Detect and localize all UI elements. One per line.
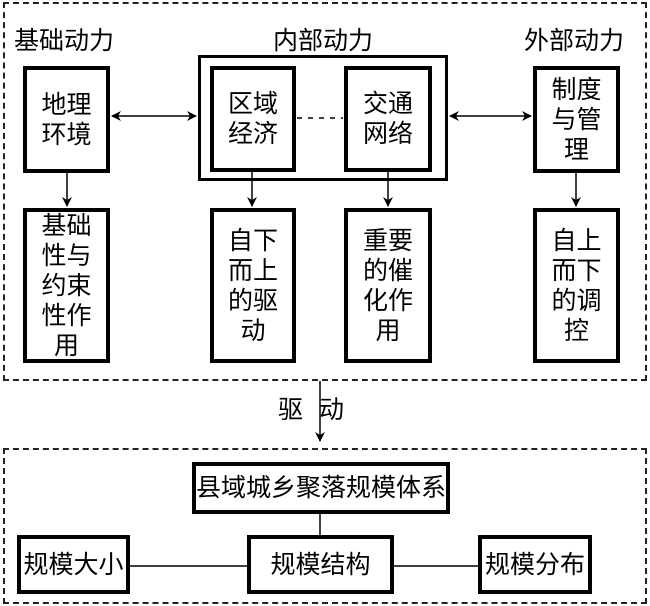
catalytic-text: 重要 的催 化作 用 xyxy=(363,226,413,346)
text-line: 自上 xyxy=(551,225,602,255)
text-line: 而下 xyxy=(551,255,602,285)
text-line: 重要 xyxy=(362,225,413,255)
text-line: 区域 xyxy=(227,89,278,118)
drive-label: 驱 动 xyxy=(278,395,348,424)
regional-economy-box: 区域 经济 xyxy=(210,66,296,172)
text-line: 性与 xyxy=(41,240,92,270)
driving-forces-frame xyxy=(3,2,647,381)
text-line: 而上 xyxy=(227,255,278,285)
text-line: 网络 xyxy=(362,119,413,148)
text-line: 理 xyxy=(563,134,589,164)
text-line: 环境 xyxy=(41,119,92,149)
top-down-box: 自上 而下 的调 控 xyxy=(533,208,620,363)
scale-size-label: 规模大小 xyxy=(23,549,124,579)
basic-constraint-text: 基础 性与 约束 性作 用 xyxy=(41,211,91,361)
scale-size-box: 规模大小 xyxy=(17,535,130,594)
regional-economy-text: 区域 经济 xyxy=(228,89,278,149)
bottom-up-text: 自下 而上 的驱 动 xyxy=(228,226,278,346)
text-line: 性作 xyxy=(41,300,92,330)
scale-structure-box: 规模结构 xyxy=(247,535,394,594)
geography-text: 地理 环境 xyxy=(41,90,91,150)
settlement-system-frame xyxy=(3,448,647,604)
text-line: 基础 xyxy=(41,210,92,240)
settlement-system-title-box: 县域城乡聚落规模体系 xyxy=(192,462,450,514)
text-line: 动 xyxy=(240,315,266,345)
institution-management-text: 制度 与管 理 xyxy=(551,75,601,165)
text-line: 用 xyxy=(53,330,79,360)
internal-forces-box xyxy=(198,55,448,181)
scale-distribution-box: 规模分布 xyxy=(478,535,592,594)
transport-network-box: 交通 网络 xyxy=(344,66,432,172)
text-line: 制度 xyxy=(551,74,602,104)
transport-network-text: 交通 网络 xyxy=(363,89,413,149)
group-label-basic: 基础动力 xyxy=(14,26,115,55)
scale-structure-label: 规模结构 xyxy=(270,549,371,579)
text-line: 经济 xyxy=(227,119,278,148)
text-line: 化作 xyxy=(362,285,413,315)
text-line: 的调 xyxy=(551,285,602,315)
top-down-text: 自上 而下 的调 控 xyxy=(551,226,601,346)
group-label-external: 外部动力 xyxy=(524,26,625,55)
text-line: 的驱 xyxy=(227,285,278,315)
text-line: 交通 xyxy=(362,89,413,118)
basic-constraint-box: 基础 性与 约束 性作 用 xyxy=(23,208,110,363)
geography-box: 地理 环境 xyxy=(23,66,110,173)
settlement-system-title: 县域城乡聚落规模体系 xyxy=(196,473,447,502)
institution-management-box: 制度 与管 理 xyxy=(533,66,620,173)
catalytic-box: 重要 的催 化作 用 xyxy=(344,208,432,363)
text-line: 地理 xyxy=(41,89,92,119)
text-line: 控 xyxy=(563,315,589,345)
text-line: 自下 xyxy=(227,225,278,255)
group-label-internal: 内部动力 xyxy=(273,26,374,55)
text-line: 的催 xyxy=(362,255,413,285)
scale-distribution-label: 规模分布 xyxy=(484,549,585,579)
bottom-up-box: 自下 而上 的驱 动 xyxy=(210,208,296,363)
text-line: 与管 xyxy=(551,104,602,134)
text-line: 约束 xyxy=(41,270,92,300)
text-line: 用 xyxy=(375,315,401,345)
